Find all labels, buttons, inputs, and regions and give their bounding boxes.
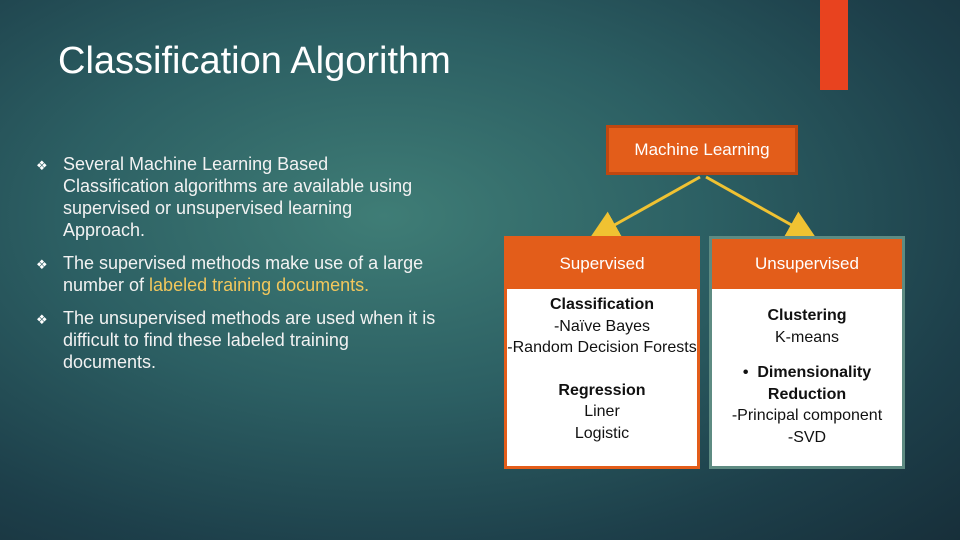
clustering-title: Clustering [767, 307, 847, 324]
unsupervised-body: Clustering K-means • Dimensionality Redu… [712, 289, 902, 466]
supervised-node: Supervised Classification -Naïve Bayes -… [504, 236, 700, 469]
diamond-bullet-icon: ❖ [36, 257, 48, 272]
supervised-header: Supervised [507, 239, 697, 289]
diamond-bullet-icon: ❖ [36, 158, 48, 173]
bullet-text: Several Machine Learning Based Classific… [63, 154, 413, 240]
arrow-to-supervised [588, 175, 701, 240]
spacer [507, 359, 697, 380]
clustering-item: K-means [774, 328, 840, 346]
dimred-title: • Dimensionality Reduction [712, 362, 902, 405]
diamond-bullet-icon: ❖ [36, 312, 48, 327]
accent-bar [820, 0, 848, 90]
dimred-item: -SVD [787, 428, 827, 446]
supervised-label: Supervised [559, 254, 645, 273]
bullet-text: The supervised methods make use of a lar… [63, 253, 424, 295]
machine-learning-node: Machine Learning [606, 125, 798, 175]
regression-title: Regression [558, 381, 646, 399]
classification-title: Classification [549, 296, 655, 313]
spacer [712, 348, 902, 362]
regression-item: Logistic [574, 424, 630, 442]
dot-bullet-icon: • [742, 364, 758, 381]
classification-item: -Random Decision Forests [507, 339, 697, 356]
dimred-item: -Principal component [731, 407, 883, 424]
slide-title: Classification Algorithm [58, 40, 451, 82]
unsupervised-node: Unsupervised Clustering K-means • Dimens… [709, 236, 905, 469]
machine-learning-label: Machine Learning [634, 140, 770, 159]
bullet-item: ❖ The supervised methods make use of a l… [36, 252, 436, 296]
supervised-body: Classification -Naïve Bayes -Random Deci… [507, 289, 697, 466]
unsupervised-header: Unsupervised [712, 239, 902, 289]
bullet-item: ❖ The unsupervised methods are used when… [36, 307, 436, 373]
arrow-to-unsupervised [705, 175, 818, 240]
bullet-highlight: labeled training documents. [149, 275, 370, 295]
bullet-item: ❖ Several Machine Learning Based Classif… [36, 153, 436, 241]
regression-item: Liner [584, 403, 620, 420]
dimred-title-text: Dimensionality Reduction [757, 364, 872, 403]
unsupervised-label: Unsupervised [755, 254, 859, 273]
bullet-text: The unsupervised methods are used when i… [63, 308, 436, 372]
classification-item: -Naïve Bayes [553, 317, 651, 335]
bullet-list: ❖ Several Machine Learning Based Classif… [36, 153, 436, 384]
